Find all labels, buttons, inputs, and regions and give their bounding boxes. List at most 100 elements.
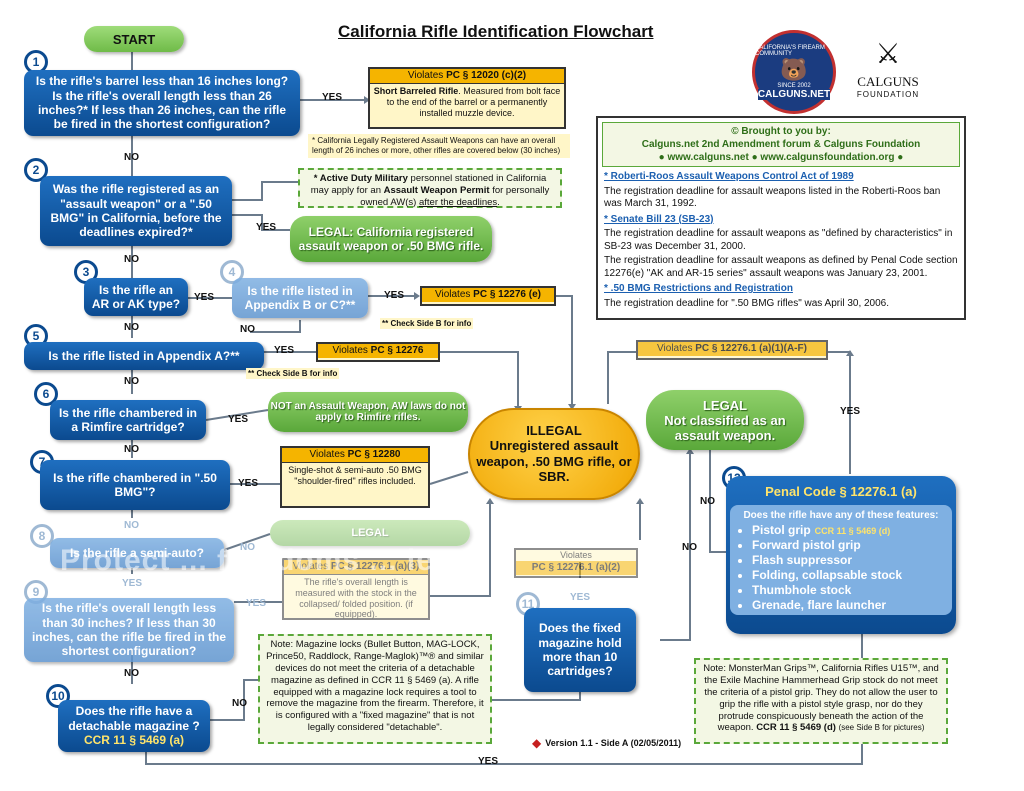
feature-item: Thumbhole stock: [752, 583, 946, 598]
version-text: Version 1.1 - Side A (02/05/2011): [545, 738, 682, 748]
outcome-legal-semi: LEGAL: [270, 520, 470, 546]
note-side-b-5: ** Check Side B for info: [246, 368, 340, 379]
info-panel: © Brought to you by: Calguns.net 2nd Ame…: [596, 116, 966, 320]
step-9-question: Is the rifle's overall length less than …: [24, 598, 234, 662]
foundation-logo-line2: FOUNDATION: [856, 90, 920, 99]
legal-title: LEGAL: [702, 397, 748, 413]
violation-pc-12276e: Violates PC § 12276 (e): [420, 286, 556, 306]
step-10-question: Does the rifle have a detachable magazin…: [58, 700, 210, 752]
illegal-title: ILLEGAL: [526, 423, 582, 439]
credits-url1[interactable]: www.calguns.net: [667, 152, 749, 163]
step-7-no-label: NO: [124, 520, 139, 531]
step-12-question: Does the rifle have any of these feature…: [743, 510, 939, 521]
step-5-no-label: NO: [124, 376, 139, 387]
step-4-yes-label: YES: [384, 290, 405, 301]
note-military-text: personnel stationed in California may ap…: [310, 173, 547, 196]
violation-pc-12280: Violates PC § 12280 Single-shot & semi-a…: [280, 446, 430, 508]
note-pistol-grip: Note: MonsterMan Grips™, California Rifl…: [694, 658, 948, 744]
feature-item: Grenade, flare launcher: [752, 598, 946, 613]
violation-label: Violates: [560, 550, 592, 560]
note-pistol-grip-cite: CCR 11 § 5469 (d): [756, 722, 836, 734]
step-12-title: Penal Code § 12276.1 (a): [765, 484, 917, 499]
step-8-yes-label: YES: [122, 578, 143, 589]
step-10-text: Does the rifle have a detachable magazin…: [68, 704, 200, 733]
step-8-no-label: NO: [240, 542, 255, 553]
step-6-no-label: NO: [124, 444, 139, 455]
violation-label: Violates: [332, 345, 368, 356]
note-active-military: * Active Duty Military personnel station…: [298, 168, 562, 208]
note-military-heading: * Active Duty Military: [313, 173, 408, 184]
calguns-foundation-logo: ⚔ CALGUNS FOUNDATION: [852, 34, 924, 114]
note-military-permit: Assault Weapon Permit: [383, 184, 490, 196]
violation-label: Violates: [309, 449, 345, 460]
step-12-no-label: NO: [700, 496, 715, 507]
credits-brought: © Brought to you by:: [731, 126, 831, 137]
note-pistol-grip-text: Note: MonsterMan Grips™, California Rifl…: [703, 663, 939, 734]
violation-code: PC § 12020 (c)(2): [446, 70, 527, 81]
credits-line: Calguns.net 2nd Amendment forum & Calgun…: [641, 139, 921, 150]
note-magazine-locks: Note: Magazine locks (Bullet Button, MAG…: [258, 634, 492, 744]
watermark: Protect ... freedoms ... less!: [60, 544, 481, 577]
page-title: California Rifle Identification Flowchar…: [338, 22, 654, 41]
step-5-yes-label: YES: [274, 345, 295, 356]
feature-item: Folding, collapsable stock: [752, 568, 946, 583]
info-text: The registration deadline for assault we…: [604, 228, 953, 252]
violation-label: Violates: [434, 289, 471, 300]
info-list: * Roberti-Roos Assault Weapons Control A…: [598, 171, 964, 310]
info-text: The registration deadline for ".50 BMG r…: [604, 297, 890, 309]
note-military-deadline: after the deadlines: [418, 196, 498, 208]
violation-pc-12276-1-a3: Violates PC § 12276.1 (a)(3) The rifle's…: [282, 558, 430, 620]
calguns-logo-since: SINCE 2002: [777, 82, 811, 89]
step-1-question: Is the rifle's barrel less than 16 inche…: [24, 70, 300, 136]
step-3-yes-label: YES: [194, 292, 215, 303]
step-4-no-label: NO: [240, 324, 255, 335]
step-6-yes-label: YES: [228, 414, 249, 425]
feature-cite: CCR 11 § 5469 (d): [814, 526, 891, 536]
violation-bold: Short Barreled Rifle: [373, 86, 459, 96]
step-5-question: Is the rifle listed in Appendix A?**: [24, 342, 264, 370]
step-7-yes-label: YES: [238, 478, 259, 489]
version-footer: ◆ Version 1.1 - Side A (02/05/2011): [532, 736, 681, 750]
violation-body: . Measured from bolt face to the end of …: [386, 86, 561, 118]
violation-body: Single-shot & semi-auto .50 BMG "shoulde…: [288, 465, 422, 486]
violation-body: The rifle's overall length is measured w…: [295, 577, 417, 620]
step-9-yes-label: YES: [246, 598, 267, 609]
step-10-yes-label: YES: [478, 756, 499, 767]
outcome-legal-registered: LEGAL: California registered assault wea…: [290, 216, 492, 262]
note-pistol-grip-side: (see Side B for pictures): [838, 723, 925, 733]
outcome-rimfire: NOT an Assault Weapon, AW laws do not ap…: [268, 392, 468, 432]
outcome-legal: LEGAL Not classified as an assault weapo…: [646, 390, 804, 450]
version-icon: ◆: [532, 736, 542, 750]
info-text: The registration deadline for assault we…: [604, 185, 941, 210]
step-12-box: Penal Code § 12276.1 (a) Does the rifle …: [726, 476, 956, 634]
note-military-owned: for personally owned AW(s): [360, 184, 550, 208]
info-heading[interactable]: * Roberti-Roos Assault Weapons Control A…: [604, 171, 854, 182]
outcome-illegal: ILLEGAL Unregistered assault weapon, .50…: [468, 408, 640, 500]
violation-code: PC § 12276.1 (a)(3): [330, 561, 420, 572]
step-4-question: Is the rifle listed in Appendix B or C?*…: [232, 278, 368, 318]
calguns-logo-text: CALGUNS.NET: [757, 88, 831, 100]
info-heading[interactable]: * .50 BMG Restrictions and Registration: [604, 283, 793, 294]
illegal-body: Unregistered assault weapon, .50 BMG rif…: [476, 438, 632, 485]
legal-body: Not classified as an assault weapon.: [664, 412, 786, 443]
calguns-logo-ring: CALIFORNIA'S FIREARM COMMUNITY: [755, 44, 825, 57]
credits-url2[interactable]: www.calgunsfoundation.org: [760, 152, 895, 163]
feature-item: Flash suppressor: [752, 553, 946, 568]
step-12-yes-label: YES: [840, 406, 861, 417]
step-3-question: Is the rifle an AR or AK type?: [84, 278, 188, 316]
step-11-yes-label: YES: [570, 592, 591, 603]
step-6-question: Is the rifle chambered in a Rimfire cart…: [50, 400, 206, 440]
note-registered-length: * California Legally Registered Assault …: [308, 134, 570, 158]
step-3-no-label: NO: [124, 322, 139, 333]
start-node: START: [84, 26, 184, 52]
violation-code: PC § 12276 (e): [473, 289, 541, 300]
violation-code: PC § 12276.1 (a)(1)(A-F): [695, 343, 807, 354]
violation-code: PC § 12276: [370, 345, 424, 356]
step-8-question: Is the rifle a semi-auto?: [50, 538, 224, 568]
violation-pc-12276: Violates PC § 12276: [316, 342, 440, 362]
step-1-yes-label: YES: [322, 92, 343, 103]
info-heading[interactable]: * Senate Bill 23 (SB-23): [604, 213, 714, 225]
step-2-no-label: NO: [124, 254, 139, 265]
